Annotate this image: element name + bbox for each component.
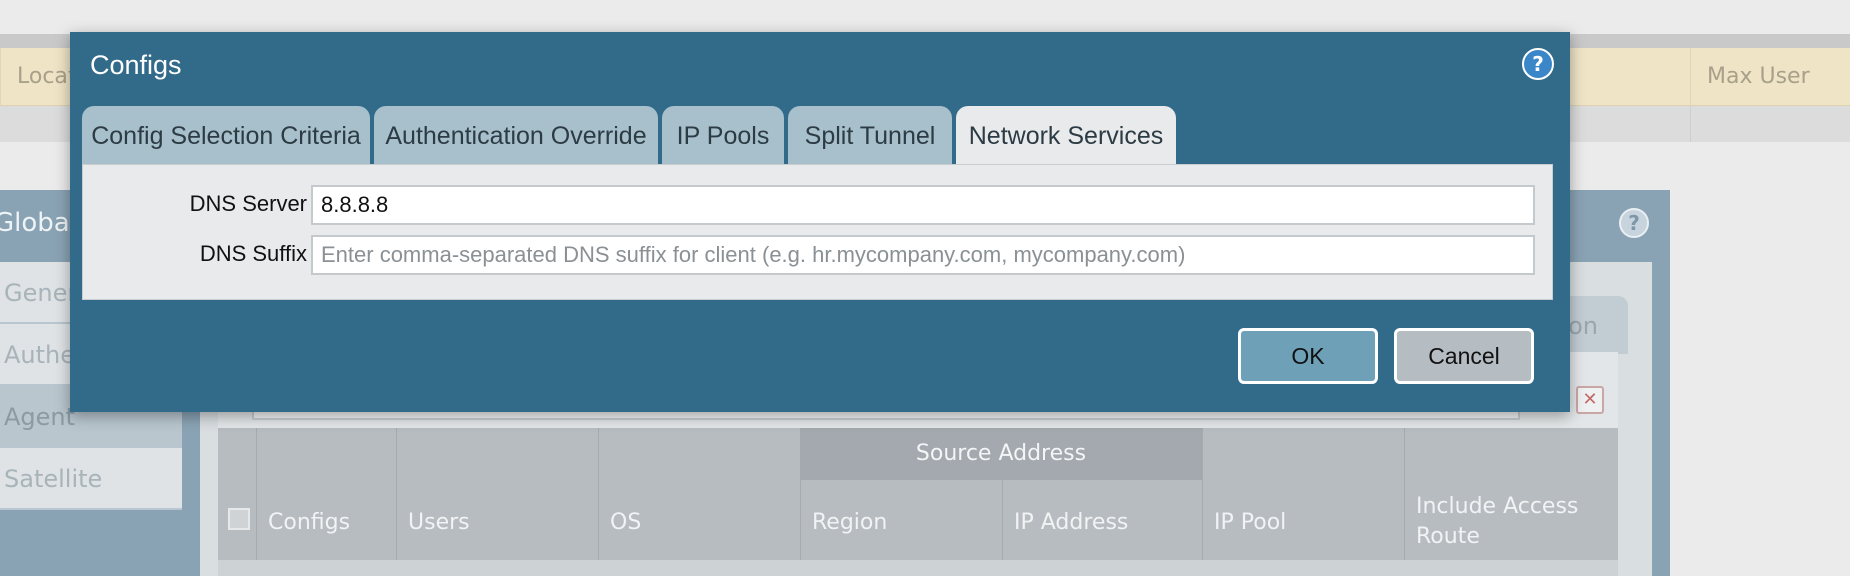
- dns-server-input[interactable]: 8.8.8.8: [311, 185, 1535, 225]
- dns-suffix-label: DNS Suffix: [199, 241, 307, 266]
- ok-button[interactable]: OK: [1238, 328, 1378, 384]
- dns-server-label: DNS Server: [189, 191, 307, 216]
- column-header-os[interactable]: OS: [610, 510, 642, 535]
- tab-ip-pools[interactable]: IP Pools: [662, 106, 784, 166]
- column-header-ip-address[interactable]: IP Address: [1014, 510, 1129, 535]
- column-header-region[interactable]: Region: [812, 510, 888, 535]
- tab-authentication-override[interactable]: Authentication Override: [374, 106, 658, 166]
- source-address-group-header: Source Address: [800, 428, 1202, 480]
- column-header-ip-pool[interactable]: IP Pool: [1214, 510, 1287, 535]
- help-icon[interactable]: ?: [1522, 48, 1554, 80]
- column-divider: [1002, 428, 1003, 576]
- column-header-include-access-route[interactable]: Include Access Route: [1416, 494, 1579, 549]
- dialog-title: Configs: [90, 50, 182, 80]
- configs-dialog: Configs ? Config Selection Criteria Auth…: [70, 32, 1570, 412]
- select-all-checkbox[interactable]: [228, 508, 250, 530]
- tab-split-tunnel[interactable]: Split Tunnel: [788, 106, 952, 166]
- column-divider: [256, 428, 257, 576]
- column-divider: [800, 428, 801, 576]
- column-header-users[interactable]: Users: [408, 510, 470, 535]
- background-header-location: Locat: [0, 48, 1680, 106]
- dns-suffix-input[interactable]: Enter comma-separated DNS suffix for cli…: [311, 235, 1535, 275]
- column-divider: [1404, 428, 1405, 576]
- column-header-configs[interactable]: Configs: [268, 510, 351, 535]
- column-divider: [396, 428, 397, 576]
- cancel-button[interactable]: Cancel: [1394, 328, 1534, 384]
- network-services-panel: DNS Server 8.8.8.8 DNS Suffix Enter comm…: [82, 164, 1553, 300]
- background-configs-table: Source Address Configs Users OS Region I…: [218, 428, 1618, 576]
- tab-config-selection-criteria[interactable]: Config Selection Criteria: [82, 106, 370, 166]
- background-header-max-user: Max User: [1690, 48, 1850, 106]
- background-divider: [1690, 106, 1691, 142]
- table-row[interactable]: [218, 560, 1618, 576]
- column-divider: [598, 428, 599, 576]
- background-help-icon[interactable]: ?: [1619, 208, 1649, 238]
- sidebar-item-satellite[interactable]: Satellite: [0, 448, 182, 510]
- column-divider: [1202, 428, 1203, 576]
- clear-filter-icon[interactable]: ✕: [1576, 386, 1604, 414]
- tab-network-services[interactable]: Network Services: [956, 106, 1176, 168]
